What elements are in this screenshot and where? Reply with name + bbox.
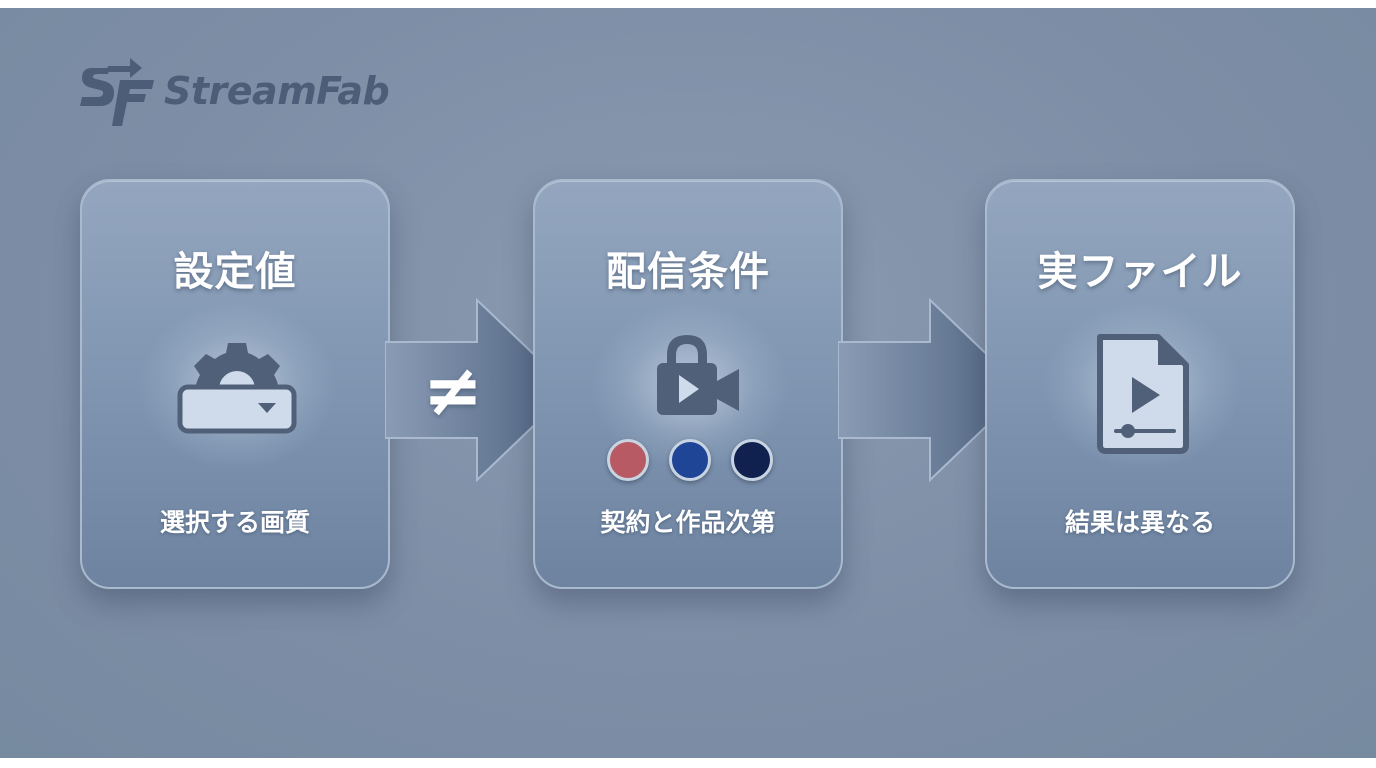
step-title: 配信条件: [606, 249, 770, 295]
condition-dot-red: [607, 439, 649, 481]
condition-dot-navy: [731, 439, 773, 481]
connector-arrow-1: [385, 298, 573, 483]
gear-dropdown-icon: [177, 343, 297, 434]
streamfab-logo-icon: [80, 58, 154, 126]
step-title: 実ファイル: [1037, 249, 1243, 295]
video-file-icon: [1097, 334, 1189, 454]
lock-video-camera-icon: [657, 335, 739, 415]
diagram-canvas: StreamFab 設定値 選択する画質 ≠ 配信条件: [0, 8, 1376, 758]
not-equal-symbol: ≠: [422, 348, 484, 432]
step-caption: 契約と作品次第: [600, 508, 776, 537]
brand-logo: StreamFab: [80, 56, 390, 126]
step-caption: 選択する画質: [159, 508, 310, 537]
condition-dots: [607, 439, 773, 485]
brand-name: StreamFab: [164, 69, 390, 113]
step-caption: 結果は異なる: [1064, 508, 1215, 537]
step-card-settings: 設定値 選択する画質: [80, 179, 390, 589]
condition-dot-blue: [669, 439, 711, 481]
step-card-result: 実ファイル 結果は異なる: [985, 179, 1295, 589]
connector-arrow-2: [838, 298, 1026, 483]
step-title: 設定値: [173, 249, 297, 295]
step-card-conditions: 配信条件 契約と作品次第: [533, 179, 843, 589]
